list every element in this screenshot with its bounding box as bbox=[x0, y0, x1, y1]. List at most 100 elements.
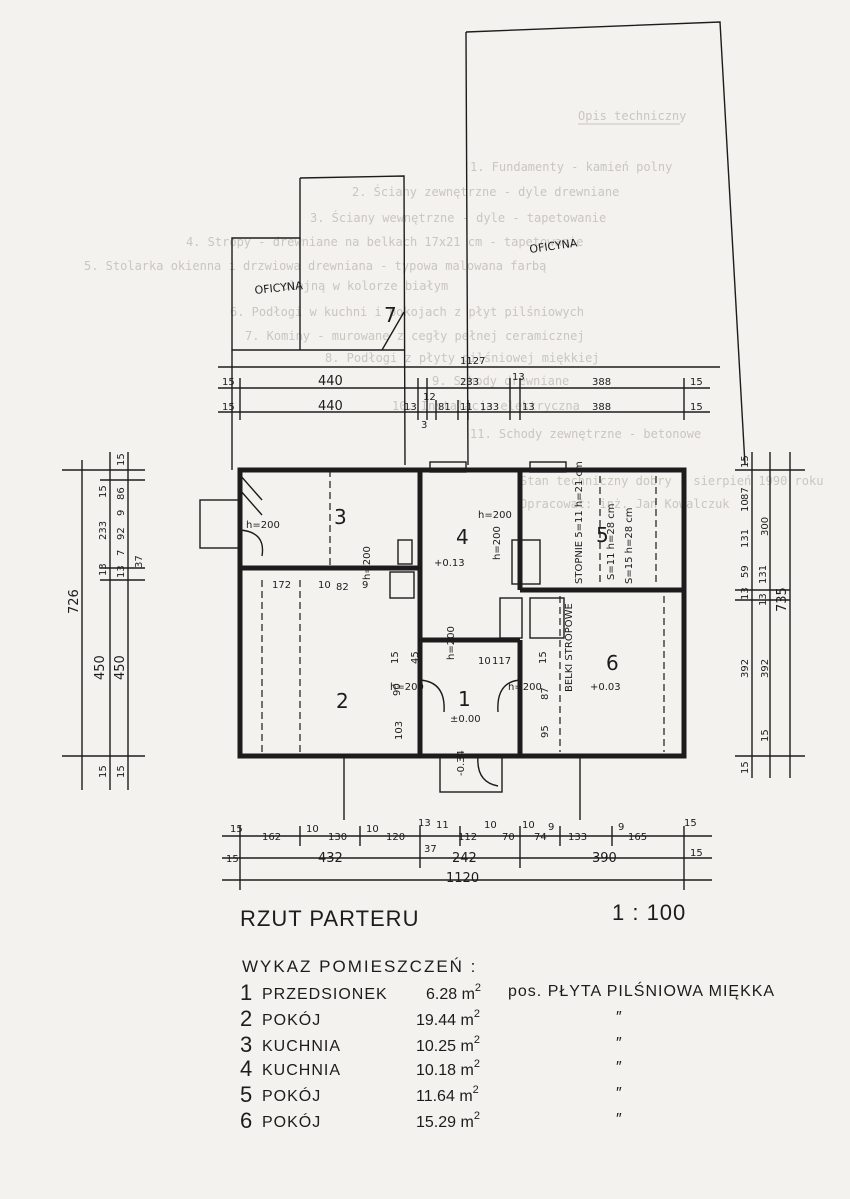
plan-title: RZUT PARTERU bbox=[240, 906, 419, 931]
schedule-row-area: 19.44 m2 bbox=[416, 1008, 480, 1029]
dim-15: 15 bbox=[684, 818, 697, 829]
dim-450: 450 bbox=[93, 655, 108, 680]
dim-131: 131 bbox=[740, 529, 751, 548]
dim-74: 74 bbox=[534, 832, 547, 843]
dim-15: 15 bbox=[230, 824, 243, 835]
schedule-row-number: 4 bbox=[240, 1056, 252, 1081]
dim-10: 10 bbox=[484, 820, 497, 831]
dim-11: 11 bbox=[436, 820, 449, 831]
dim-11: 11 bbox=[460, 402, 473, 413]
steps-note: STOPNIE 5=11 h=21 cm bbox=[574, 461, 585, 584]
schedule-row-name: KUCHNIA bbox=[262, 1038, 341, 1055]
dim-10: 10 bbox=[522, 820, 535, 831]
dim-392: 392 bbox=[740, 659, 751, 678]
schedule-heading: WYKAZ POMIESZCZEŃ : bbox=[242, 957, 477, 976]
level-mark: +0.13 bbox=[434, 558, 465, 569]
dim-37: 37 bbox=[424, 844, 437, 855]
schedule-row-name: KUCHNIA bbox=[262, 1062, 341, 1079]
dim-13: 13 bbox=[418, 818, 431, 829]
outbuilding-label-lower: OFICYNA bbox=[254, 279, 304, 297]
dim-15: 15 bbox=[740, 455, 751, 468]
dim-13: 13 bbox=[116, 565, 127, 578]
schedule-row-number: 6 bbox=[240, 1108, 252, 1133]
dim-440: 440 bbox=[318, 374, 343, 389]
door-height: h=200 bbox=[478, 510, 512, 521]
inner-dim: 82 bbox=[336, 582, 349, 593]
schedule-row-name: POKÓJ bbox=[262, 1086, 321, 1105]
ditto-mark: ″ bbox=[616, 1085, 623, 1102]
dim-81: 81 bbox=[438, 402, 451, 413]
dim-233: 233 bbox=[460, 377, 479, 388]
level-mark: +0.03 bbox=[590, 682, 621, 693]
schedule-row: 6 POKÓJ 15.29 m2 ″ bbox=[240, 1108, 622, 1133]
room-number-1: 1 bbox=[458, 687, 471, 711]
dim-7: 7 bbox=[116, 550, 127, 556]
dim-15: 15 bbox=[98, 485, 109, 498]
schedule-row: 2 POKÓJ 19.44 m2 ″ bbox=[240, 1006, 623, 1031]
outbuildings: OFICYNA OFICYNA 7 bbox=[231, 21, 746, 470]
ghost-line: 9. Schody drewniane bbox=[432, 374, 569, 388]
right-dimensions: 15 87 10 131 300 59 13 131 13 735 392 39… bbox=[735, 452, 805, 778]
door-height: h=200 bbox=[362, 546, 373, 580]
schedule-row-number: 5 bbox=[240, 1082, 252, 1107]
dim-9: 9 bbox=[548, 822, 554, 833]
schedule-row: 4 KUCHNIA 10.18 m2 ″ bbox=[240, 1056, 622, 1081]
ghost-line: 1. Fundamenty - kamień polny bbox=[470, 160, 672, 174]
ghost-line: 10. Instalacja elektryczna bbox=[392, 399, 580, 413]
inner-dim: 9 bbox=[362, 580, 368, 591]
inner-dim: 15 bbox=[390, 651, 401, 664]
dim-233: 233 bbox=[98, 521, 109, 540]
dim-1120: 1120 bbox=[446, 871, 479, 886]
dim-13: 13 bbox=[758, 593, 769, 606]
door-height: h=200 bbox=[492, 526, 503, 560]
dim-15: 15 bbox=[760, 729, 771, 742]
schedule-row: 5 POKÓJ 11.64 m2 ″ bbox=[240, 1082, 623, 1107]
dim-13: 13 bbox=[740, 587, 751, 600]
schedule-row: 1 PRZEDSIONEK 6.28 m2 pos. PŁYTA PILŚNIO… bbox=[240, 980, 774, 1005]
plan-annotations: h=200 h=200 h=200 h=200 h=200 h=200 h=20… bbox=[246, 461, 635, 776]
dim-59: 59 bbox=[740, 565, 751, 578]
dim-87: 87 bbox=[740, 487, 751, 500]
room-number-2: 2 bbox=[336, 689, 349, 713]
inner-dim: 15 bbox=[538, 651, 549, 664]
dim-388: 388 bbox=[592, 377, 611, 388]
stair-note: S=11 h=28 cm bbox=[606, 504, 617, 581]
schedule-row-number: 2 bbox=[240, 1006, 252, 1031]
ghost-line: olejną w kolorze białym bbox=[282, 279, 448, 293]
dim-15: 15 bbox=[690, 377, 703, 388]
top-dimensions: 1127 15 440 233 13 388 15 15 440 13 12 8… bbox=[218, 356, 720, 431]
dim-133: 133 bbox=[480, 402, 499, 413]
ghost-line: 2. Ściany zewnętrzne - dyle drewniane bbox=[352, 184, 619, 199]
schedule-row-area: 10.18 m2 bbox=[416, 1058, 480, 1079]
inner-dim: 10 bbox=[318, 580, 331, 591]
dim-392: 392 bbox=[760, 659, 771, 678]
dim-388: 388 bbox=[592, 402, 611, 413]
dim-12: 12 bbox=[423, 392, 436, 403]
building-walls bbox=[199, 461, 687, 820]
dim-10: 10 bbox=[366, 824, 379, 835]
door-height: h=200 bbox=[508, 682, 542, 693]
dim-15: 15 bbox=[222, 402, 235, 413]
dim-735: 735 bbox=[775, 587, 790, 612]
dim-120: 120 bbox=[386, 832, 405, 843]
dim-10: 10 bbox=[306, 824, 319, 835]
inner-dim: 95 bbox=[540, 725, 551, 738]
dim-300: 300 bbox=[760, 517, 771, 536]
schedule-row-area: 11.64 m2 bbox=[416, 1084, 479, 1105]
stair-note: S=15 h=28 cm bbox=[624, 508, 635, 585]
dim-15: 15 bbox=[690, 402, 703, 413]
beams-note: BELKI STROPOWE bbox=[564, 603, 575, 692]
outbuilding-number: 7 bbox=[384, 303, 397, 327]
inner-dim: 172 bbox=[272, 580, 291, 591]
door-height: h=200 bbox=[246, 520, 280, 531]
dim-242: 242 bbox=[452, 851, 477, 866]
dim-165: 165 bbox=[628, 832, 647, 843]
inner-dim: 90 bbox=[392, 683, 403, 696]
plan-title-block: RZUT PARTERU 1 : 100 bbox=[240, 900, 685, 931]
inner-dim: 10 bbox=[478, 656, 491, 667]
dim-133: 133 bbox=[568, 832, 587, 843]
dim-9: 9 bbox=[116, 510, 127, 516]
ditto-mark: ″ bbox=[616, 1009, 623, 1026]
dim-13: 13 bbox=[512, 372, 525, 383]
